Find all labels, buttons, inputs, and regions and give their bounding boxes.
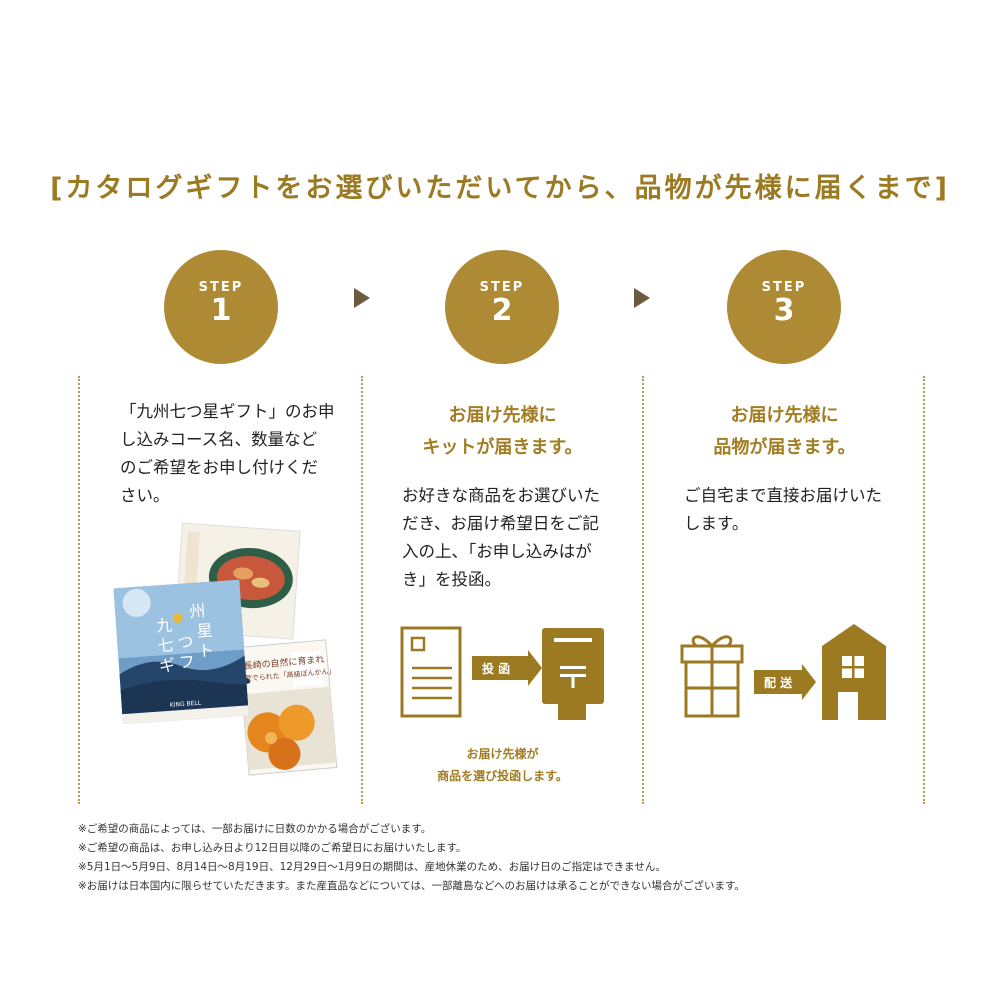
text-line: だき、お届け希望日をご記	[402, 514, 599, 533]
text-line: さい。	[120, 486, 170, 505]
text-line: ご自宅まで直接お届けいた	[684, 486, 882, 505]
step-2-description: お好きな商品をお選びいた だき、お届け希望日をご記 入の上、「お申し込みはが き…	[402, 482, 627, 594]
postcard-icon	[400, 626, 462, 718]
step-3-description: ご自宅まで直接お届けいた します。	[684, 482, 909, 538]
text-line: し込みコース名、数量など	[120, 430, 318, 449]
star-logo-icon	[172, 613, 183, 624]
text-line: します。	[684, 514, 749, 533]
caption-line: 商品を選び投函します。	[437, 769, 568, 783]
footnote: ※5月1日〜5月9日、8月14日〜8月19日、12月29日〜1月9日の期間は、産…	[78, 861, 666, 873]
step-2-heading: お届け先様に キットが届きます。	[375, 400, 630, 464]
arrow-label: 投 函	[482, 661, 510, 676]
cover-char: 七	[157, 635, 174, 655]
text-line: お好きな商品をお選びいた	[402, 486, 600, 505]
footnote: ※ご希望の商品によっては、一部お届けに日数のかかる場合がございます。	[78, 823, 432, 835]
cover-char: ギ	[158, 655, 175, 675]
step-1-description: 「九州七つ星ギフト」のお申 し込みコース名、数量など のご希望をお申し付けくだ …	[120, 398, 345, 510]
column-divider	[361, 376, 363, 804]
heading-line: お届け先様に	[448, 405, 557, 426]
catalog-brand: KING BELL	[170, 700, 202, 709]
cover-char: ト	[197, 641, 214, 661]
heading-line: 品物が届きます。	[713, 437, 856, 458]
page-title: [カタログギフトをお選びいただいてから、品物が先様に届くまで]	[50, 173, 950, 204]
step-2-caption: お届け先様が 商品を選び投函します。	[375, 743, 630, 787]
cover-char: フ	[178, 652, 195, 672]
footnotes: ※ご希望の商品によっては、一部お届けに日数のかかる場合がございます。 ※ご希望の…	[78, 820, 958, 896]
cover-char: 星	[196, 621, 213, 641]
catalog-image: 長崎の自然に育まれ 愛でられた「高級ぽんかん」 九 州 七 つ 星 ギ フ ト …	[113, 522, 338, 776]
column-divider	[78, 376, 80, 804]
cover-char: つ	[177, 632, 194, 652]
text-line: き」を投函。	[402, 570, 501, 589]
heading-line: お届け先様に	[730, 405, 839, 426]
step-arrow-icon	[354, 288, 370, 308]
step-arrow-icon	[634, 288, 650, 308]
column-divider	[642, 376, 644, 804]
delivery-arrow-icon: 配 送	[754, 664, 816, 700]
caption-line: お届け先様が	[466, 747, 539, 761]
step-label: STEP	[198, 280, 244, 295]
column-divider	[923, 376, 925, 804]
footnote: ※ご希望の商品は、お申し込み日より12日目以降のご希望日にお届けいたします。	[78, 842, 467, 854]
step-1-badge: STEP 1	[164, 250, 278, 364]
text-line: 「九州七つ星ギフト」のお申	[120, 402, 335, 421]
postbox-icon	[542, 628, 604, 720]
footnote: ※お届けは日本国内に限らせていただきます。また産直品などについては、一部離島など…	[78, 880, 745, 892]
step-label: STEP	[479, 280, 525, 295]
step-3-badge: STEP 3	[727, 250, 841, 364]
delivery-illustration: 配 送	[680, 624, 886, 720]
heading-line: キットが届きます。	[422, 437, 583, 458]
mail-postbox-illustration: 投 函	[400, 626, 604, 720]
cover-char: 九	[156, 616, 173, 636]
gift-box-icon	[680, 635, 744, 718]
post-arrow-icon: 投 函	[472, 650, 542, 686]
step-label: STEP	[761, 280, 807, 295]
step-number: 1	[210, 293, 232, 328]
step-number: 3	[773, 293, 795, 328]
arrow-label: 配 送	[764, 675, 793, 690]
text-line: 入の上、「お申し込みはが	[402, 542, 592, 561]
house-icon	[822, 624, 886, 720]
step-2-badge: STEP 2	[445, 250, 559, 364]
text-line: のご希望をお申し付けくだ	[120, 458, 318, 477]
step-3-heading: お届け先様に 品物が届きます。	[657, 400, 912, 464]
cover-char: 州	[189, 601, 206, 621]
step-number: 2	[491, 293, 513, 328]
